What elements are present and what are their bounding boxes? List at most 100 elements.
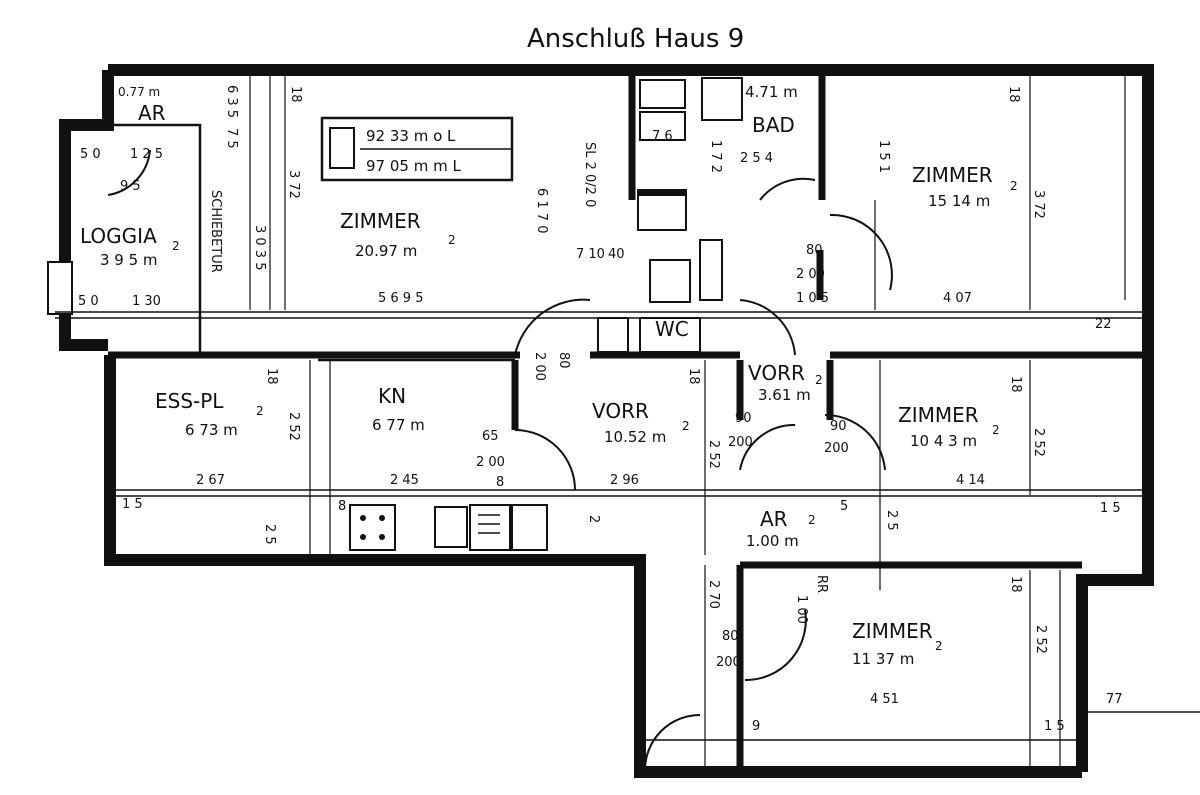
dim-25a: 2 5	[262, 524, 277, 545]
room-vorr-small-label: VORR	[748, 361, 805, 385]
area-summary-box: 92 33 m o L 97 05 m m L	[320, 116, 514, 182]
dim-130: 1 30	[132, 294, 161, 309]
dim-3035: 3 0 3 5	[252, 225, 267, 270]
dim-252b: 2 52	[706, 440, 721, 469]
exponent-ess-pl: 2	[256, 404, 264, 418]
dim-372b: 3 72	[1031, 190, 1046, 219]
kitchen-fixtures	[318, 358, 548, 551]
room-vorr-main-area: 10.52 m	[604, 428, 666, 446]
door-swings	[107, 149, 893, 771]
dim-rr: RR	[814, 575, 829, 593]
dim-5: 5	[840, 499, 848, 514]
dim-8a: 8	[496, 475, 504, 490]
room-zimmer-se-label: ZIMMER	[852, 619, 933, 643]
room-labels: AR 0.77 m BAD 4.71 m ZIMMER 20.97 m 2 ZI…	[80, 83, 1018, 668]
dim-75a: 7 5	[224, 128, 239, 149]
room-zimmer-main-label: ZIMMER	[340, 209, 421, 233]
room-kn-area: 6 77 m	[372, 416, 425, 434]
dim-254: 2 5 4	[740, 151, 773, 166]
dim-80c: 80	[722, 629, 739, 644]
dim-80a: 80	[806, 243, 823, 258]
dim-18e: 18	[1008, 376, 1023, 393]
exponent-ar-mid: 2	[808, 513, 816, 527]
dim-8b: 8	[338, 499, 346, 514]
dim-200d: 200	[824, 441, 849, 456]
reference-lines	[55, 311, 1200, 741]
dim-252a: 2 52	[286, 412, 301, 441]
dim-200e: 2 00	[532, 352, 547, 381]
room-loggia-label: LOGGIA	[80, 224, 157, 248]
room-ar-top-label: AR	[138, 101, 166, 125]
dim-270: 2 70	[706, 580, 721, 609]
room-vorr-small-area: 3.61 m	[758, 386, 811, 404]
room-zimmer-ne-label: ZIMMER	[912, 163, 993, 187]
room-ar-mid-label: AR	[760, 507, 788, 531]
room-ar-top-area: 0.77 m	[118, 85, 160, 99]
dim-76: 7 6	[652, 129, 673, 144]
plan-title: Anschluß Haus 9	[527, 24, 744, 54]
dim-100: 1 00	[794, 595, 809, 624]
dim-151: 1 5 1	[876, 140, 891, 173]
exponent-zimmer-ne: 2	[1010, 179, 1018, 193]
room-zimmer-main-area: 20.97 m	[355, 242, 417, 260]
dim-50b: 5 0	[78, 294, 99, 309]
dim-18b: 18	[1006, 86, 1021, 103]
dim-sl: SL 2 0/2 0	[582, 142, 597, 207]
exponent-zimmer-e: 2	[992, 423, 1000, 437]
dim-15a: 1 5	[122, 497, 143, 512]
dim-80b: 80	[556, 352, 571, 369]
room-ess-pl-area: 6 73 m	[185, 421, 238, 439]
dim-15b: 1 5	[1100, 501, 1121, 516]
room-kn-label: KN	[378, 384, 406, 408]
dim-90b: 90	[830, 419, 847, 434]
dim-200f: 200	[716, 655, 741, 670]
outer-walls	[59, 64, 1154, 778]
room-wc-label: WC	[655, 317, 689, 341]
dim-15c: 1 5	[1044, 719, 1065, 734]
dim-18d: 18	[686, 368, 701, 385]
dim-200b: 2 00	[476, 455, 505, 470]
dim-50a: 5 0	[80, 147, 101, 162]
exponent-vorr-small: 2	[815, 373, 823, 387]
room-bad-area: 4.71 m	[745, 83, 798, 101]
interior-walls	[108, 70, 1148, 772]
dim-5695: 5 6 9 5	[378, 291, 423, 306]
dim-252c: 2 52	[1031, 428, 1046, 457]
dim-2: 2	[586, 515, 601, 523]
room-bad-label: BAD	[752, 113, 795, 137]
dim-6170: 6 1 7 0	[534, 188, 549, 233]
room-loggia-area: 3 9 5 m	[100, 251, 158, 269]
area-summary-line2: 97 05 m m L	[366, 157, 461, 175]
exponent-vorr-main: 2	[682, 419, 690, 433]
dim-372a: 3 72	[286, 170, 301, 199]
dim-200a: 2 00	[796, 267, 825, 282]
dim-40: 40	[608, 247, 625, 262]
dim-252d: 2 52	[1033, 625, 1048, 654]
dim-245: 2 45	[390, 473, 419, 488]
vertical-dim-lines	[249, 75, 1126, 770]
dim-407: 4 07	[943, 291, 972, 306]
bathroom-fixtures	[597, 77, 743, 353]
dim-65a: 65	[482, 429, 499, 444]
room-zimmer-e-area: 10 4 3 m	[910, 432, 977, 450]
dim-635: 6 3 5	[224, 85, 239, 118]
dim-414: 4 14	[956, 473, 985, 488]
dim-451: 4 51	[870, 692, 899, 707]
dim-25b: 2 5	[884, 510, 899, 531]
dim-18f: 18	[1008, 576, 1023, 593]
dim-77: 77	[1106, 692, 1123, 707]
dim-18a: 18	[288, 86, 303, 103]
room-zimmer-e-label: ZIMMER	[898, 403, 979, 427]
room-vorr-main-label: VORR	[592, 399, 649, 423]
exponent-loggia: 2	[172, 239, 180, 253]
room-zimmer-ne-area: 15 14 m	[928, 192, 990, 210]
dim-95: 9 5	[120, 179, 141, 194]
dim-267: 2 67	[196, 473, 225, 488]
dim-172: 1 7 2	[708, 140, 723, 173]
dim-125: 1 2 5	[130, 147, 163, 162]
exponent-zimmer-se: 2	[935, 639, 943, 653]
dim-296: 2 96	[610, 473, 639, 488]
room-ess-pl-label: ESS-PL	[155, 389, 224, 413]
dim-710: 7 10	[576, 247, 605, 262]
